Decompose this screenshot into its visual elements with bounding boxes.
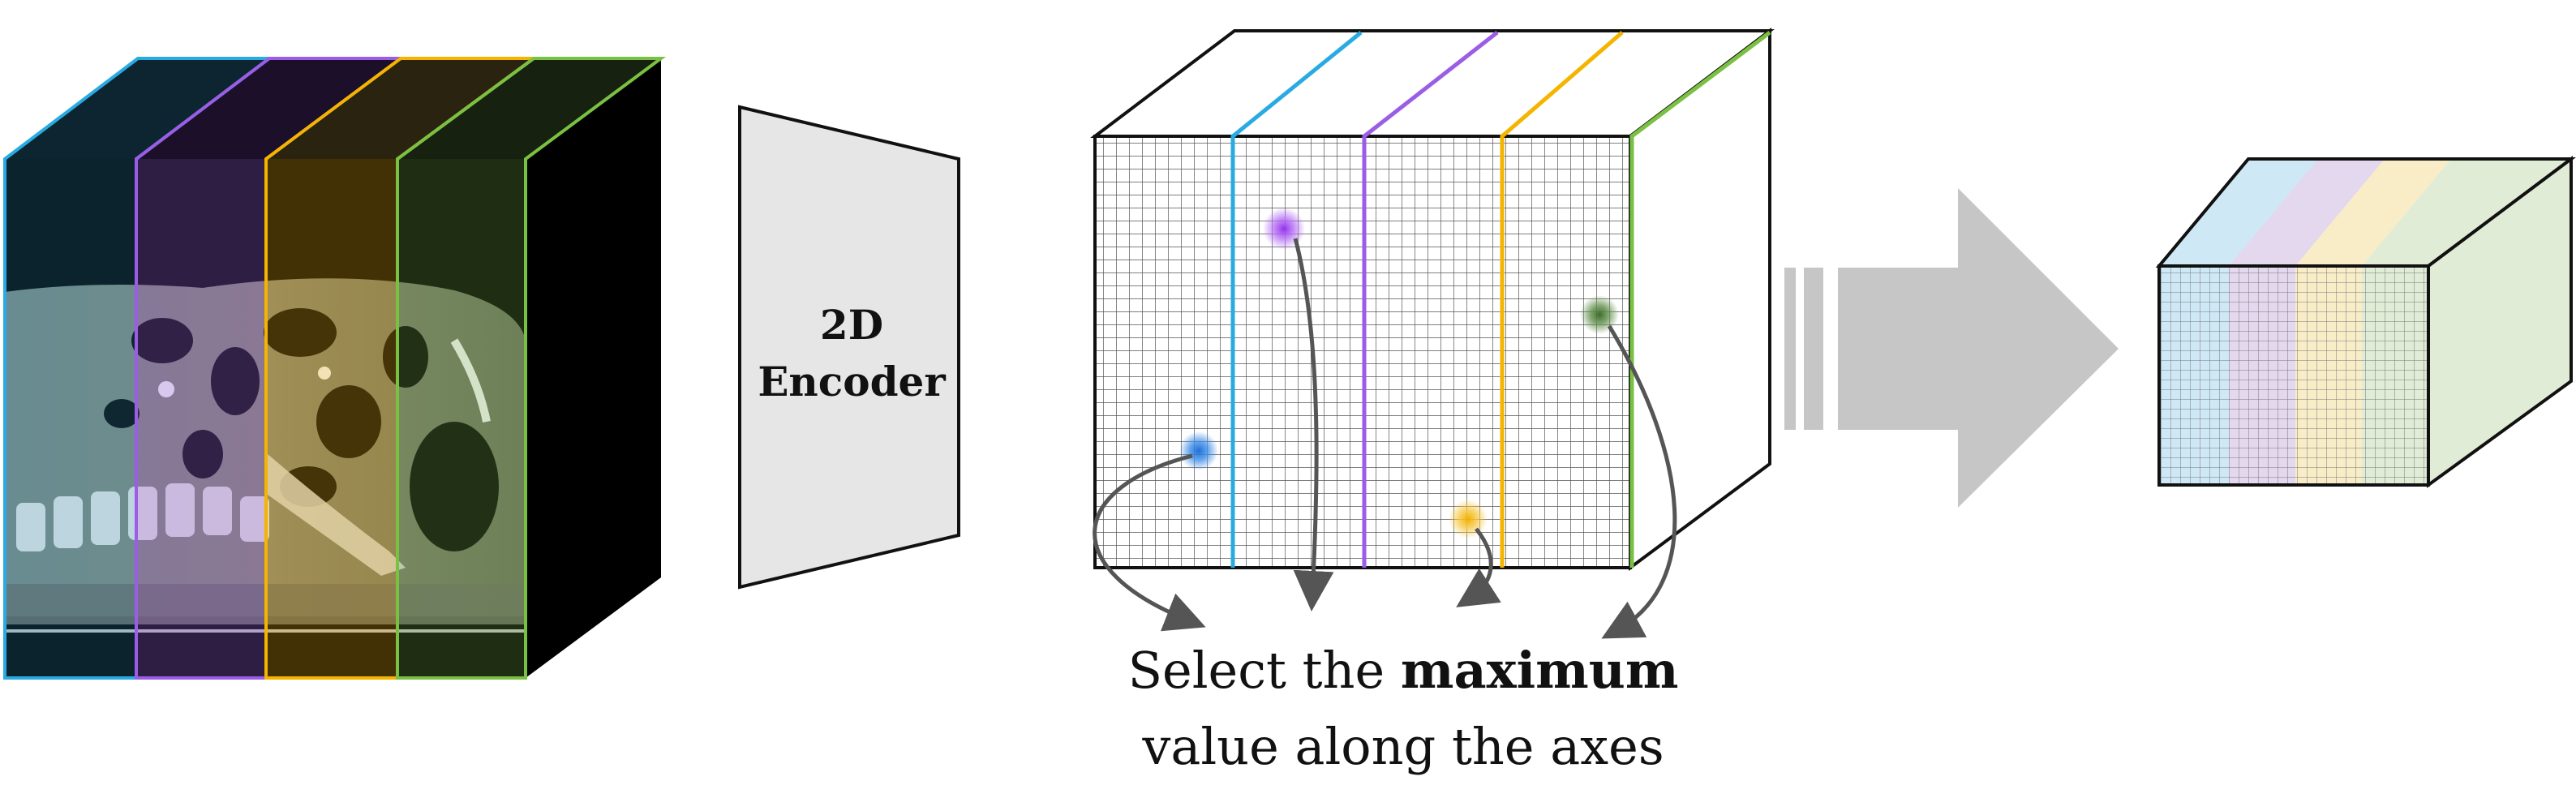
input-ct-volume [3, 57, 667, 680]
yellow-max-point [1449, 500, 1488, 538]
green-selection-arrow [1601, 324, 1677, 639]
purple-max-point [1263, 208, 1305, 250]
feature-volume [1090, 27, 1775, 639]
encoder-label-line2: Encoder [758, 358, 946, 405]
blue-selection-arrow [1093, 453, 1206, 632]
caption-line1: Select the maximum [1046, 633, 1760, 709]
blue-max-point [1179, 431, 1218, 470]
yellow-selection-arrow [1456, 527, 1501, 607]
purple-selection-arrow [1293, 238, 1334, 611]
aggregation-arrow [1784, 188, 2119, 508]
output-volume [2155, 156, 2576, 488]
caption-prefix: Select the [1127, 641, 1401, 700]
caption-emphasis: maximum [1400, 641, 1679, 700]
encoder-label-line1: 2D [820, 301, 883, 349]
2d-encoder-block: 2D Encoder [738, 105, 960, 590]
green-max-point [1580, 295, 1619, 334]
selection-caption: Select the maximum value along the axes [1046, 633, 1760, 785]
caption-line2: value along the axes [1142, 717, 1664, 776]
